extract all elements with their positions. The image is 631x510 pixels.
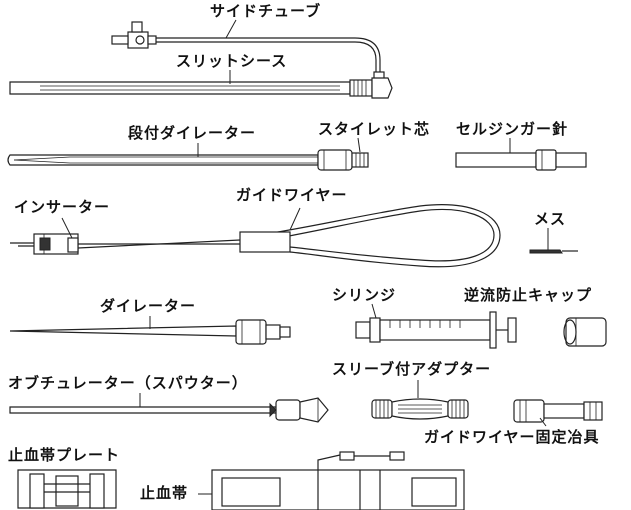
label-guidewire: ガイドワイヤー bbox=[236, 186, 348, 204]
syringe bbox=[355, 311, 517, 349]
stylet-core bbox=[351, 152, 369, 168]
label-seldinger-needle: セルジンガー針 bbox=[456, 120, 569, 138]
label-side-tube: サイドチューブ bbox=[210, 2, 322, 20]
tourniquet-plate bbox=[17, 469, 117, 509]
tourniquet bbox=[211, 451, 465, 510]
scalpel bbox=[529, 249, 578, 254]
label-obturator: オブチュレーター（スパウター） bbox=[8, 374, 248, 392]
dilator bbox=[9, 319, 291, 345]
label-scalpel: メス bbox=[534, 210, 567, 228]
label-inserter: インサーター bbox=[14, 198, 111, 216]
guidewire bbox=[239, 204, 501, 268]
label-guidewire-fixture: ガイドワイヤー固定冶具 bbox=[424, 428, 600, 446]
label-dilator: ダイレーター bbox=[100, 297, 197, 315]
seldinger-needle bbox=[455, 149, 587, 171]
side-tube bbox=[111, 21, 385, 81]
label-stepped-dilator: 段付ダイレーター bbox=[128, 124, 257, 142]
label-syringe: シリンジ bbox=[332, 286, 397, 304]
label-tourniquet: 止血帯 bbox=[140, 484, 189, 502]
label-tourniquet-plate: 止血帯プレート bbox=[8, 446, 121, 464]
inserter bbox=[10, 233, 241, 255]
obturator bbox=[9, 397, 329, 423]
label-sleeve-adapter: スリーブ付アダプター bbox=[332, 360, 492, 378]
slit-sheath bbox=[9, 77, 393, 99]
label-slit-sheath: スリットシース bbox=[176, 52, 288, 70]
label-backflow-cap: 逆流防止キャップ bbox=[464, 286, 593, 304]
stepped-dilator bbox=[7, 149, 353, 171]
backflow-cap bbox=[563, 317, 607, 347]
label-stylet-core: スタイレット芯 bbox=[318, 120, 431, 138]
sleeve-adapter bbox=[371, 398, 469, 420]
guidewire-fixture bbox=[513, 399, 603, 423]
